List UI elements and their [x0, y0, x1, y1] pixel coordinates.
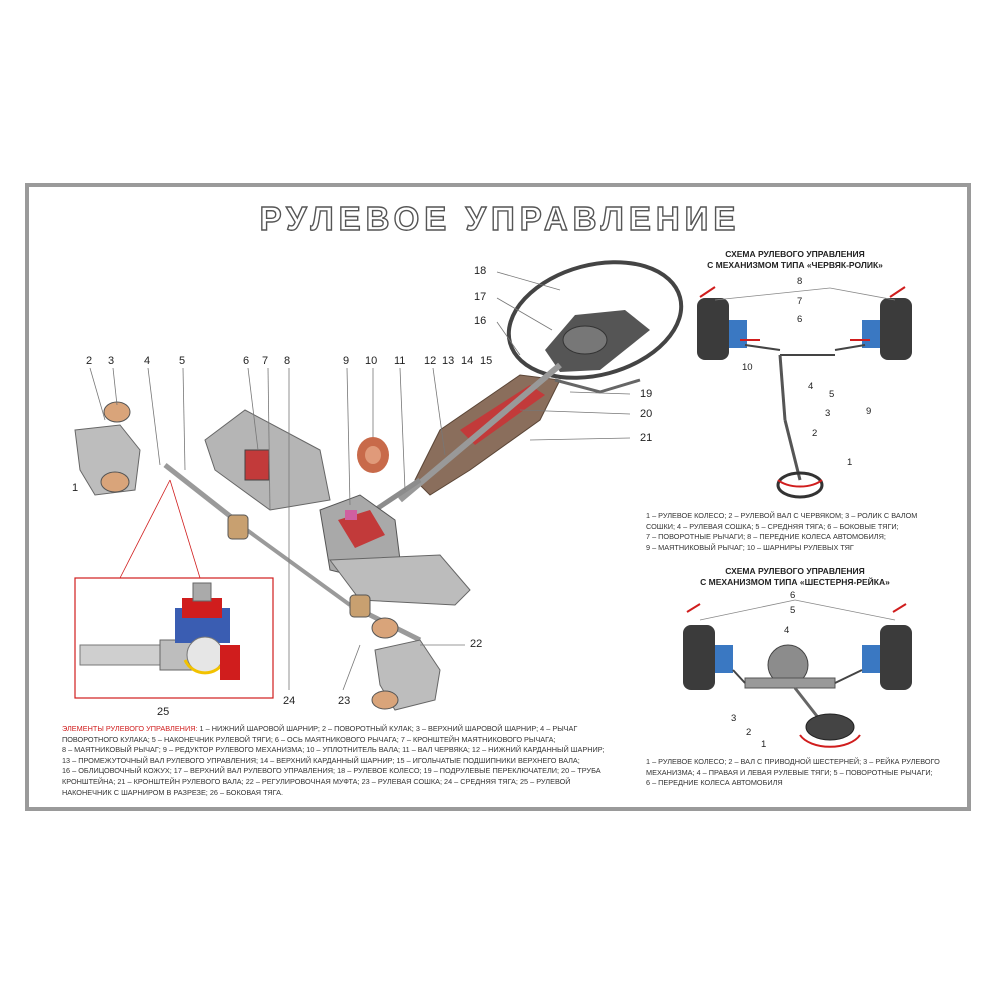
scheme2-diagram — [683, 599, 912, 748]
scheme1-num-2: 2 — [812, 428, 818, 439]
main-legend-line: ПОВОРОТНОГО КУЛАКА; 5 – НАКОНЕЧНИК РУЛЕВ… — [62, 734, 556, 744]
scheme2-num-4: 4 — [784, 625, 790, 636]
scheme2-heading-line1: СХЕМА РУЛЕВОГО УПРАВЛЕНИЯ — [725, 566, 865, 576]
scheme2-legend: 1 – РУЛЕВОЕ КОЛЕСО; 2 – ВАЛ С ПРИВОДНОЙ … — [646, 757, 951, 789]
callout-14: 14 — [461, 355, 474, 367]
scheme1-num-5: 5 — [829, 389, 835, 400]
scheme1-num-3: 3 — [825, 408, 831, 419]
callout-18: 18 — [474, 265, 487, 277]
pendulum-arm-bracket — [204, 409, 331, 511]
scheme1-diagram — [697, 286, 912, 499]
main-legend-line: КРОНШТЕЙНА; 21 – КРОНШТЕЙН РУЛЕВОГО ВАЛА… — [62, 776, 571, 786]
scheme1-num-10: 10 — [742, 362, 753, 373]
scheme1-legend-line: 9 – МАЯТНИКОВЫЙ РЫЧАГ; 10 – ШАРНИРЫ РУЛЕ… — [646, 542, 854, 552]
callout-23: 23 — [338, 695, 351, 707]
scheme1-num-4: 4 — [808, 381, 814, 392]
scheme1-num-8: 8 — [797, 276, 803, 287]
callout-1: 1 — [72, 482, 79, 494]
callout-6: 6 — [243, 355, 250, 367]
callout-24: 24 — [283, 695, 296, 707]
poster-frame — [25, 183, 971, 811]
main-legend-line: НАКОНЕЧНИК С ШАРНИРОМ В РАЗРЕЗЕ; 26 – БО… — [62, 787, 284, 797]
scheme1-legend: 1 – РУЛЕВОЕ КОЛЕСО; 2 – РУЛЕВОЙ ВАЛ С ЧЕ… — [646, 511, 946, 553]
main-legend-line: 8 – МАЯТНИКОВЫЙ РЫЧАГ; 9 – РЕДУКТОР РУЛЕ… — [62, 745, 605, 755]
callout-10: 10 — [365, 355, 378, 367]
scheme2-legend-line: 1 – РУЛЕВОЕ КОЛЕСО; 2 – ВАЛ С ПРИВОДНОЙ … — [646, 757, 940, 766]
callout-25: 25 — [157, 706, 170, 718]
shaft-seal — [357, 437, 389, 473]
callout-9: 9 — [343, 355, 350, 367]
callout-4: 4 — [144, 355, 151, 367]
callout-17: 17 — [474, 291, 487, 303]
callout-12: 12 — [424, 355, 437, 367]
scheme2-legend-line: 6 – ПЕРЕДНИЕ КОЛЕСА АВТОМОБИЛЯ — [646, 778, 783, 788]
scheme2-heading: СХЕМА РУЛЕВОГО УПРАВЛЕНИЯ С МЕХАНИЗМОМ Т… — [660, 566, 930, 588]
left-steering-knuckle — [74, 401, 141, 496]
scheme1-heading-line2: С МЕХАНИЗМОМ ТИПА «ЧЕРВЯК-РОЛИК» — [707, 260, 883, 270]
steering-column-housing — [398, 362, 641, 503]
main-legend-line: 13 – ПРОМЕЖУТОЧНЫЙ ВАЛ РУЛЕВОГО УПРАВЛЕН… — [62, 755, 580, 765]
callout-3: 3 — [108, 355, 115, 367]
callout-7: 7 — [262, 355, 269, 367]
callout-2: 2 — [86, 355, 93, 367]
callout-20: 20 — [640, 408, 653, 420]
right-steering-knuckle — [371, 617, 441, 711]
scheme1-legend-line: 7 – ПОВОРОТНЫЕ РЫЧАГИ; 8 – ПЕРЕДНИЕ КОЛЕ… — [646, 532, 886, 542]
main-legend-line: 1 – НИЖНИЙ ШАРОВОЙ ШАРНИР; 2 – ПОВОРОТНЫ… — [199, 724, 578, 733]
scheme1-num-6: 6 — [797, 314, 803, 325]
scheme1-legend-line: 1 – РУЛЕВОЕ КОЛЕСО; 2 – РУЛЕВОЙ ВАЛ С ЧЕ… — [646, 511, 918, 520]
callout-15: 15 — [480, 355, 493, 367]
callout-8: 8 — [284, 355, 291, 367]
callout-leader-lines — [89, 271, 631, 691]
scheme2-num-3: 3 — [731, 713, 737, 724]
steering-wheel — [506, 260, 684, 380]
scheme1-num-7: 7 — [797, 296, 803, 307]
callout-16: 16 — [474, 315, 487, 327]
callout-11: 11 — [394, 355, 406, 367]
callout-22: 22 — [470, 638, 483, 650]
scheme2-heading-line2: С МЕХАНИЗМОМ ТИПА «ШЕСТЕРНЯ-РЕЙКА» — [700, 577, 890, 587]
poster-title: РУЛЕВОЕ УПРАВЛЕНИЕ — [0, 199, 1000, 238]
scheme2-num-6: 6 — [790, 590, 796, 601]
scheme2-num-5: 5 — [790, 605, 796, 616]
callout-19: 19 — [640, 388, 653, 400]
main-legend-heading: ЭЛЕМЕНТЫ РУЛЕВОГО УПРАВЛЕНИЯ: — [62, 724, 198, 733]
steering-gearbox — [319, 494, 471, 606]
scheme1-num-1: 1 — [847, 457, 853, 468]
scheme1-heading: СХЕМА РУЛЕВОГО УПРАВЛЕНИЯ С МЕХАНИЗМОМ Т… — [660, 249, 930, 271]
scheme2-legend-line: МЕХАНИЗМА; 4 – ПРАВАЯ И ЛЕВАЯ РУЛЕВЫЕ ТЯ… — [646, 767, 933, 777]
callout-5: 5 — [179, 355, 186, 367]
ball-joint-cutaway-inset — [74, 479, 274, 699]
scheme2-num-2: 2 — [746, 727, 752, 738]
scheme2-num-1: 1 — [761, 739, 767, 750]
scheme1-heading-line1: СХЕМА РУЛЕВОГО УПРАВЛЕНИЯ — [725, 249, 865, 259]
callout-21: 21 — [640, 432, 653, 444]
main-legend-line: 16 – ОБЛИЦОВОЧНЫЙ КОЖУХ; 17 – ВЕРХНИЙ ВА… — [62, 766, 601, 776]
main-legend: ЭЛЕМЕНТЫ РУЛЕВОГО УПРАВЛЕНИЯ: 1 – НИЖНИЙ… — [62, 724, 612, 798]
scheme1-num-9: 9 — [866, 406, 872, 417]
scheme1-legend-line: СОШКИ; 4 – РУЛЕВАЯ СОШКА; 5 – СРЕДНЯЯ ТЯ… — [646, 521, 899, 531]
poster-title-text: РУЛЕВОЕ УПРАВЛЕНИЕ — [259, 199, 741, 237]
callout-13: 13 — [442, 355, 455, 367]
